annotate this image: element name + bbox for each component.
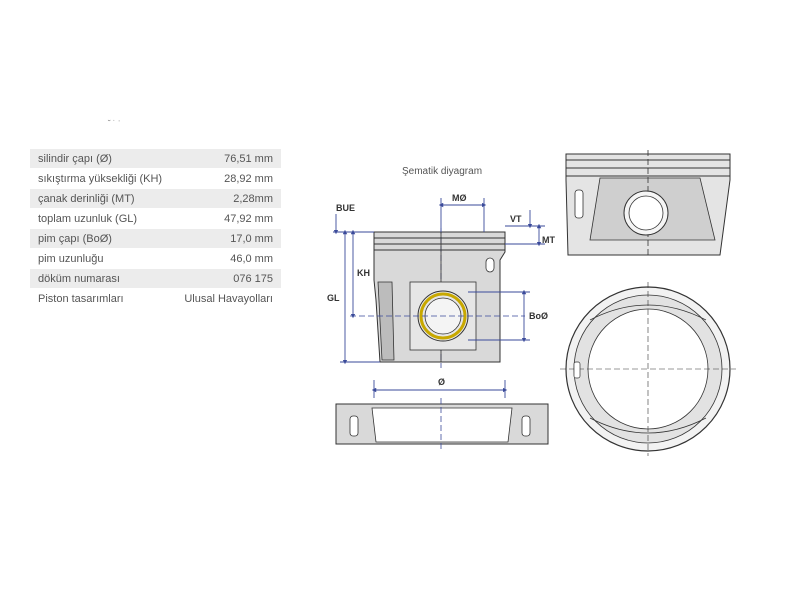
spec-value: 2,28mm — [173, 188, 281, 209]
table-row: pim çapı (BoØ)17,0 mm — [30, 228, 281, 249]
spec-label: pim çapı (BoØ) — [30, 228, 174, 249]
spec-table: silindir çapı (Ø)76,51 mm sıkıştırma yük… — [30, 149, 281, 309]
label-kh: KH — [357, 268, 370, 278]
spec-value: 28,92 mm — [173, 168, 281, 189]
label-boo: BoØ — [529, 311, 548, 321]
piston-side-view — [350, 228, 525, 368]
spec-label: pim uzunluğu — [30, 248, 174, 269]
spec-value: 76,51 mm — [173, 149, 281, 169]
piston-section-view — [335, 398, 549, 450]
piston-cutaway-view — [565, 150, 731, 258]
spec-value: 17,0 mm — [173, 228, 281, 249]
spec-value: 076 175 — [173, 268, 281, 289]
label-bue: BUE — [336, 203, 356, 213]
spec-value: 46,0 mm — [173, 248, 281, 269]
piston-top-view — [560, 282, 736, 456]
spec-label: silindir çapı (Ø) — [30, 149, 174, 169]
label-mo: MØ — [452, 193, 467, 203]
spec-value: Ulusal Havayolları — [173, 288, 281, 309]
table-row: silindir çapı (Ø)76,51 mm — [30, 149, 281, 169]
label-dia: Ø — [438, 377, 446, 387]
table-row: sıkıştırma yüksekliği (KH)28,92 mm — [30, 168, 281, 189]
spec-label: çanak derinliği (MT) — [30, 188, 174, 209]
label-mt: MT — [542, 235, 555, 245]
spec-label: Piston tasarımları — [30, 288, 174, 309]
diagram-title: Şematik diyagram — [402, 166, 483, 177]
spec-label: sıkıştırma yüksekliği (KH) — [30, 168, 174, 189]
table-row: toplam uzunluk (GL)47,92 mm — [30, 208, 281, 229]
label-vt: VT — [510, 214, 522, 224]
spec-label: döküm numarası — [30, 268, 174, 289]
table-row: çanak derinliği (MT)2,28mm — [30, 188, 281, 209]
label-gl: GL — [327, 293, 340, 303]
spec-label: toplam uzunluk (GL) — [30, 208, 174, 229]
dimension-lines — [333, 198, 545, 398]
spec-value: 47,92 mm — [173, 208, 281, 229]
truncated-marks: ˘ ˙ ˈ — [108, 119, 121, 128]
